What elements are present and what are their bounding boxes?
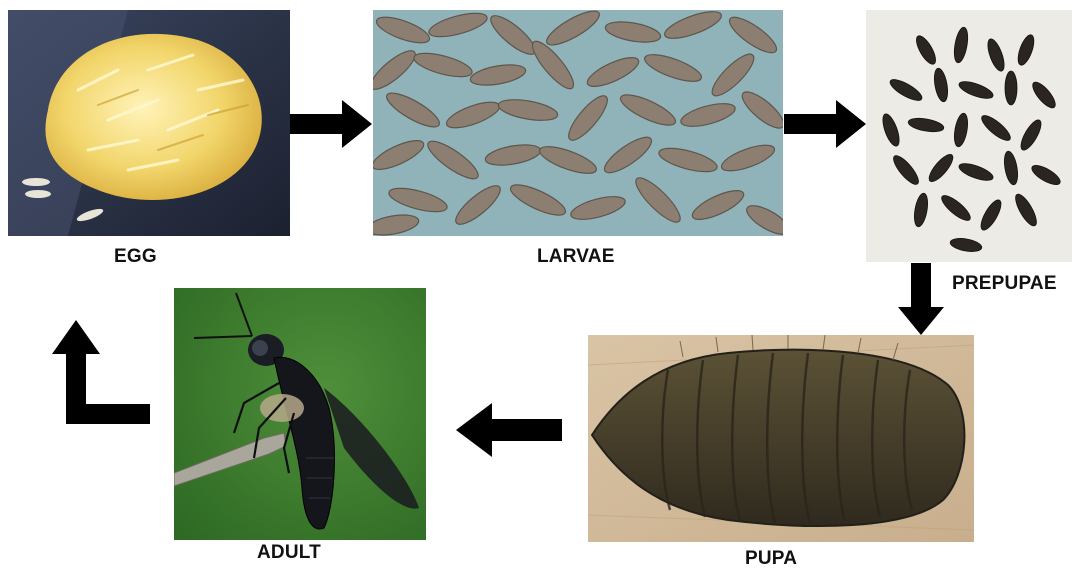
larvae-label: LARVAE (537, 246, 615, 268)
pupa-label: PUPA (745, 548, 797, 570)
egg-photo (8, 10, 290, 236)
prepupae-label: PREPUPAE (952, 273, 1057, 295)
prepupae-photo (866, 10, 1072, 262)
adult-photo (174, 288, 426, 540)
larvae-photo (373, 10, 783, 236)
pupa-photo (588, 335, 974, 542)
arrow-icon (898, 263, 944, 335)
arrow-icon (290, 100, 372, 148)
arrow-icon (456, 403, 562, 457)
return-arrow-icon (52, 320, 152, 424)
arrow-icon (784, 100, 866, 148)
adult-label: ADULT (257, 542, 321, 564)
egg-label: EGG (114, 246, 157, 268)
